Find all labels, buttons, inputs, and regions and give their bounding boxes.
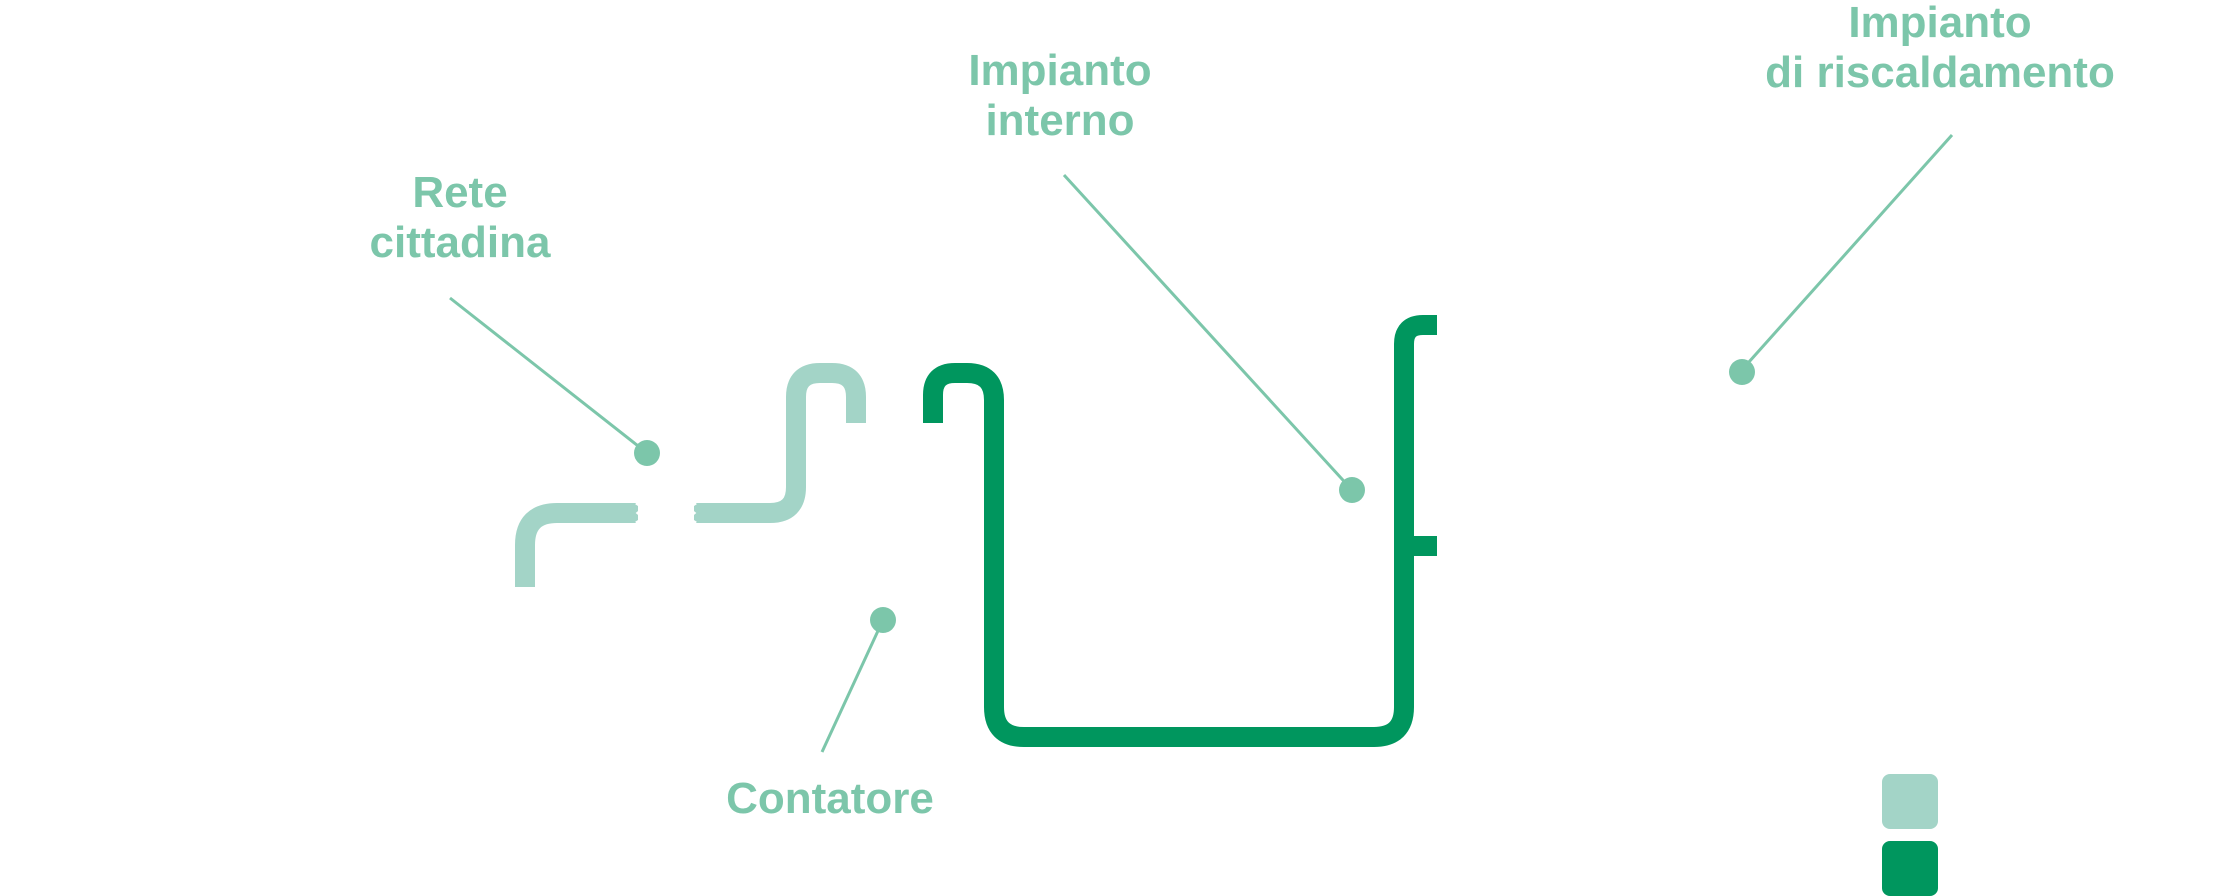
label-rete-cittadina: Rete cittadina <box>340 168 580 268</box>
legend-swatch-dark <box>1882 841 1938 896</box>
label-contatore: Contatore <box>680 774 980 824</box>
label-impianto-interno: Impianto interno <box>930 46 1190 146</box>
label-impianto-interno-line-2: interno <box>985 96 1135 145</box>
meter-gap-left <box>635 501 647 525</box>
marker-dot-impianto-interno <box>1339 477 1365 503</box>
leader-line-rete-cittadina <box>449 296 648 455</box>
label-impianto-riscaldamento: Impianto di riscaldamento <box>1720 0 2160 98</box>
internal-pipe <box>923 315 1437 747</box>
leader-line-impianto-interno <box>1062 173 1354 492</box>
label-impianto-riscaldamento-line-1: Impianto <box>1848 0 2032 47</box>
leader-line-impianto-riscaldamento <box>1738 133 1954 374</box>
city-pipe-left-segment <box>515 503 638 587</box>
marker-dot-contatore <box>870 607 896 633</box>
marker-dot-rete-cittadina <box>634 440 660 466</box>
marker-dot-impianto-riscaldamento <box>1729 359 1755 385</box>
city-pipe-right-segment <box>694 363 866 523</box>
label-rete-cittadina-line-2: cittadina <box>369 218 551 267</box>
leader-line-contatore <box>820 619 885 753</box>
label-rete-cittadina-line-1: Rete <box>412 168 508 217</box>
label-contatore-line-1: Contatore <box>726 774 934 823</box>
label-impianto-interno-line-1: Impianto <box>968 46 1152 95</box>
meter-gap-right <box>685 501 697 525</box>
label-impianto-riscaldamento-line-2: di riscaldamento <box>1765 48 2115 97</box>
legend-swatch-light <box>1882 774 1938 829</box>
